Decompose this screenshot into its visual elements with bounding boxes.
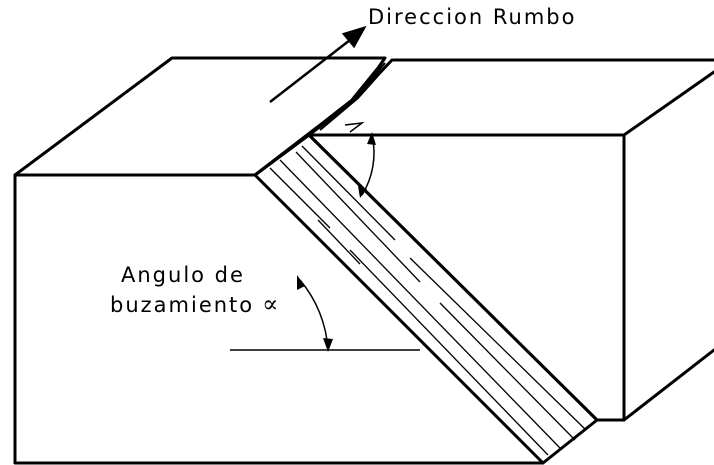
right-block-lower-edge <box>622 348 714 422</box>
dip-angle-label-line2: buzamiento ∝ <box>110 290 279 318</box>
dip-angle-label-line1: Angulo de <box>121 263 245 287</box>
strike-arrow <box>269 25 367 103</box>
vein-band-upper-edge <box>253 133 599 465</box>
right-block-top <box>307 58 714 137</box>
vein-hatching <box>269 145 587 456</box>
dip-angle-arrowheads <box>297 132 376 352</box>
dip-angle-word: buzamiento <box>110 293 255 317</box>
left-block-top <box>13 56 387 177</box>
strike-direction-label: Direccion Rumbo <box>368 5 577 29</box>
right-block-back-edge <box>622 70 714 137</box>
dip-angle-markers <box>230 134 420 351</box>
alpha-symbol: ∝ <box>262 290 279 318</box>
strike-trace <box>308 59 393 136</box>
left-block-outline <box>13 173 545 465</box>
